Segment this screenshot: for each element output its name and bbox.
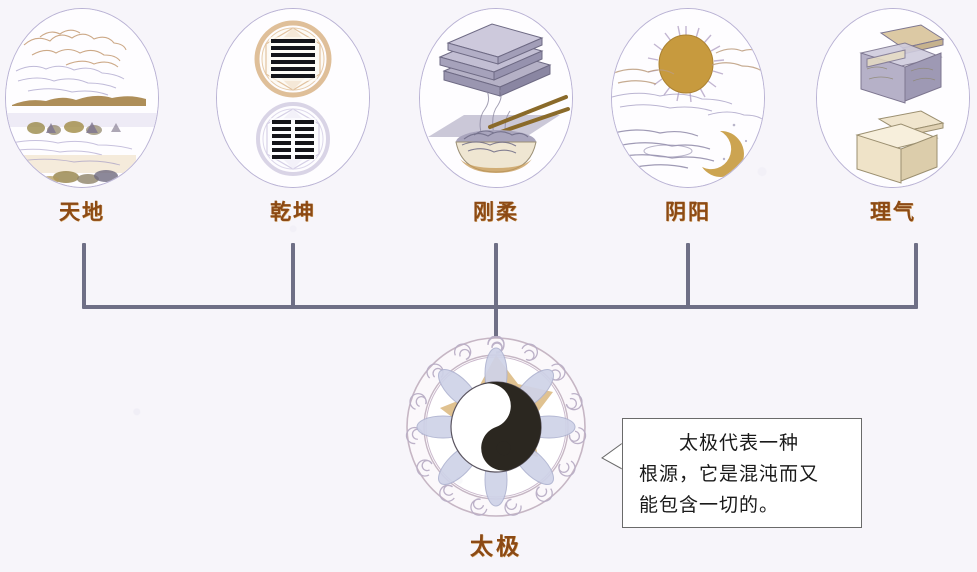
node-label-gangrou: 刚柔 bbox=[473, 201, 519, 224]
landscape-sky-and-earth-icon bbox=[5, 8, 159, 188]
node-qiankun[interactable]: 乾坤 bbox=[213, 8, 373, 226]
sun-and-moon-icon bbox=[611, 8, 765, 188]
connector-stem-qiankun bbox=[291, 243, 295, 307]
connector-stem-liqi bbox=[914, 243, 918, 307]
connector-stem-yinyang bbox=[686, 243, 690, 307]
node-label-yinyang: 阴阳 bbox=[665, 201, 711, 224]
taiji-description-balloon: 太极代表一种 根源，它是混沌而又 能包含一切的。 bbox=[622, 418, 862, 528]
balloon-tail-icon bbox=[601, 441, 624, 471]
node-liqi[interactable]: 理气 bbox=[813, 8, 973, 226]
node-label-taiji: 太极 bbox=[470, 533, 522, 559]
qian-kun-hexagrams-icon bbox=[216, 8, 370, 188]
connector-horizontal-bar bbox=[82, 305, 918, 309]
node-label-liqi: 理气 bbox=[870, 201, 916, 224]
node-taiji[interactable]: 太极 bbox=[405, 335, 587, 561]
connector-stem-gangrou bbox=[494, 243, 498, 307]
taiji-yin-yang-icon bbox=[405, 335, 587, 517]
balloon-line-2: 根源，它是混沌而又 bbox=[639, 463, 820, 485]
connector-stem-tiandi bbox=[82, 243, 86, 307]
hard-slabs-and-soft-noodles-icon bbox=[419, 8, 573, 188]
node-yinyang[interactable]: 阴阳 bbox=[608, 8, 768, 226]
node-label-qiankun: 乾坤 bbox=[270, 201, 316, 224]
balloon-line-3: 能包含一切的。 bbox=[639, 494, 780, 516]
node-tiandi[interactable]: 天地 bbox=[2, 8, 162, 226]
two-open-boxes-icon bbox=[816, 8, 970, 188]
node-label-tiandi: 天地 bbox=[59, 201, 105, 224]
balloon-line-1: 太极代表一种 bbox=[639, 432, 800, 454]
connector-stem-taiji bbox=[494, 305, 498, 347]
node-gangrou[interactable]: 刚柔 bbox=[416, 8, 576, 226]
